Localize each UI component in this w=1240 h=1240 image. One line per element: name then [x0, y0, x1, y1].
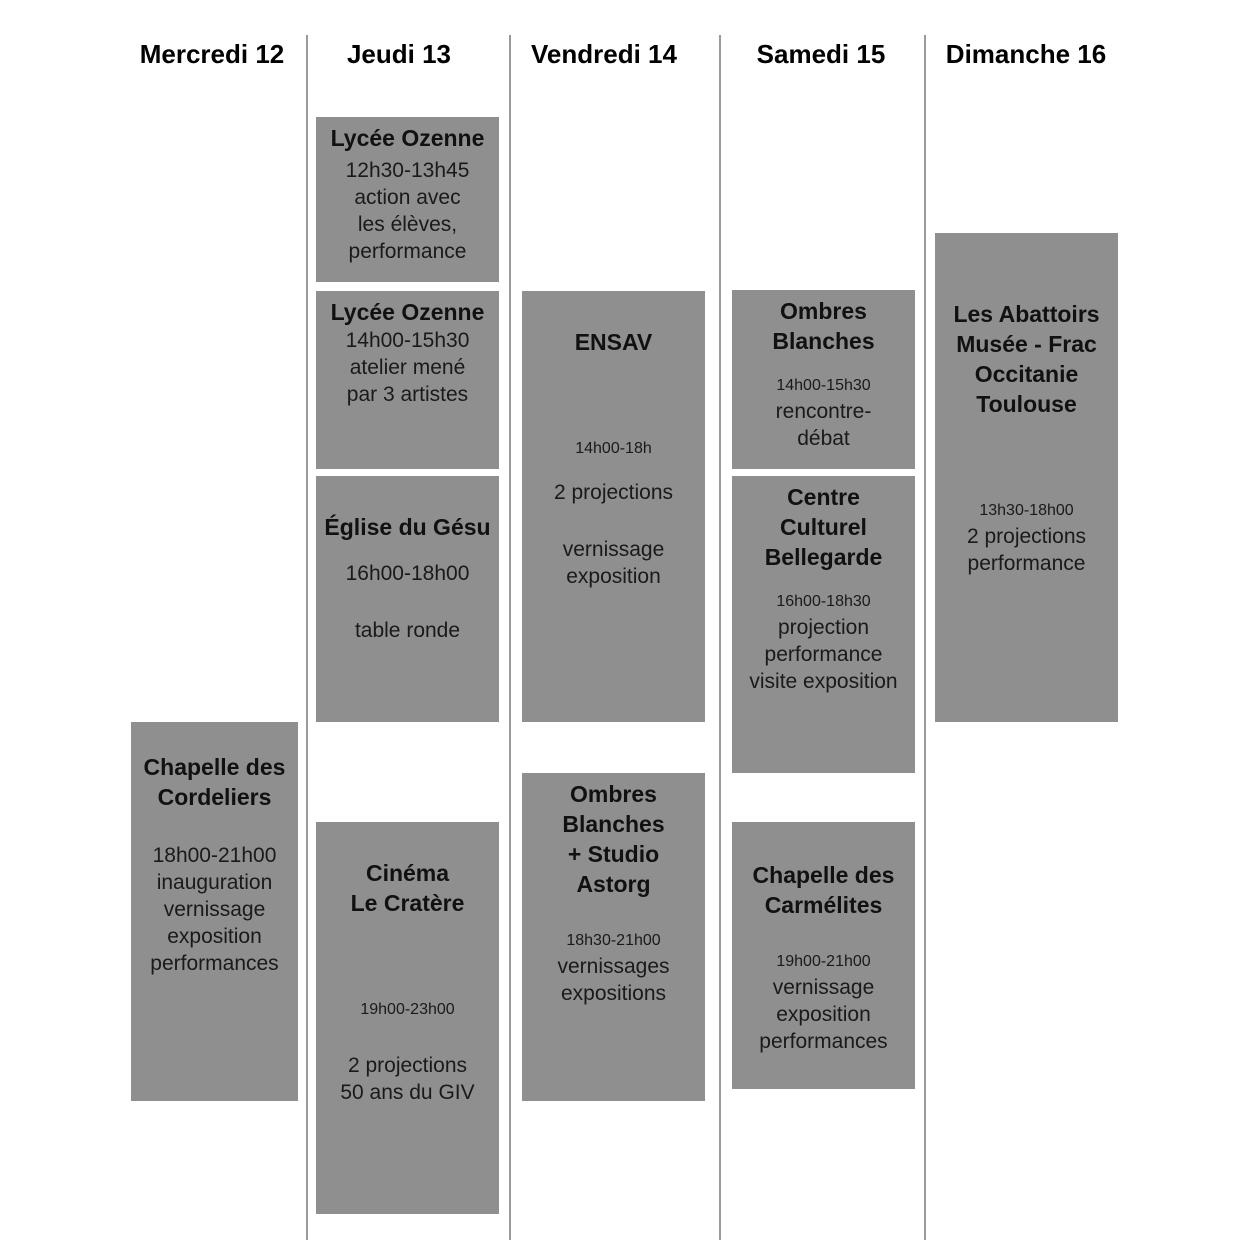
event-venue: Chapelle des Cordeliers [143, 754, 286, 810]
column-divider [306, 35, 308, 1240]
day-header-friday: Vendredi 14 [531, 39, 677, 69]
event-time: 19h00-21h00 [776, 953, 871, 970]
event-card-ombres-blanches-astorg[interactable]: Ombres Blanches + Studio Astorg 18h30-21… [522, 773, 705, 1101]
event-venue: Cinéma Le Cratère [350, 860, 465, 916]
event-card-les-abattoirs[interactable]: Les Abattoirs Musée - Frac Occitanie Tou… [935, 233, 1118, 722]
event-time: 16h00-18h30 [776, 593, 871, 610]
event-card-centre-bellegarde[interactable]: Centre Culturel Bellegarde 16h00-18h30 p… [732, 476, 915, 773]
event-time: 14h00-15h30 [776, 377, 871, 394]
column-divider [719, 35, 721, 1240]
day-header-thursday: Jeudi 13 [346, 39, 452, 69]
event-description: inauguration vernissage exposition perfo… [150, 871, 279, 975]
event-description: 2 projections 50 ans du GIV [340, 1054, 475, 1104]
event-card-eglise-gesu[interactable]: Église du Gésu 16h00-18h00 table ronde [316, 476, 499, 722]
column-divider [924, 35, 926, 1240]
event-card-lycee-ozenne-2[interactable]: Lycée Ozenne 14h00-15h30 atelier mené pa… [316, 291, 499, 469]
column-divider [509, 35, 511, 1240]
event-description: projection performance visite exposition [749, 616, 898, 693]
event-card-ombres-blanches[interactable]: Ombres Blanches 14h00-15h30 rencontre- d… [732, 290, 915, 469]
day-header-saturday: Samedi 15 [756, 39, 886, 69]
event-time: 19h00-23h00 [360, 1001, 455, 1018]
event-card-cinema-cratere[interactable]: Cinéma Le Cratère 19h00-23h00 2 projecti… [316, 822, 499, 1214]
event-time: 13h30-18h00 [979, 502, 1074, 519]
event-venue: Lycée Ozenne [330, 299, 485, 325]
event-time: 18h30-21h00 [566, 932, 661, 949]
event-time: 16h00-18h00 [345, 562, 470, 585]
event-time: 12h30-13h45 [345, 159, 470, 182]
event-time: 14h00-18h [575, 440, 652, 457]
event-venue: Ombres Blanches + Studio Astorg [562, 781, 665, 897]
event-description: atelier mené par 3 artistes [346, 356, 469, 406]
event-venue: Chapelle des Carmélites [752, 862, 895, 918]
event-time: 18h00-21h00 [152, 844, 277, 867]
day-header-wednesday: Mercredi 12 [139, 39, 285, 69]
event-time: 14h00-15h30 [345, 329, 470, 352]
event-card-chapelle-cordeliers[interactable]: Chapelle des Cordeliers 18h00-21h00 inau… [131, 722, 298, 1101]
event-description: action avec les élèves, performance [348, 186, 467, 263]
event-venue: Les Abattoirs Musée - Frac Occitanie Tou… [953, 301, 1100, 417]
event-description: 2 projections [553, 481, 674, 504]
event-card-chapelle-carmelites[interactable]: Chapelle des Carmélites 19h00-21h00 vern… [732, 822, 915, 1089]
event-description: rencontre- débat [775, 400, 872, 450]
event-venue: Lycée Ozenne [330, 125, 485, 151]
event-description: vernissages expositions [557, 955, 670, 1005]
event-venue: Église du Gésu [324, 514, 491, 540]
event-card-lycee-ozenne-1[interactable]: Lycée Ozenne 12h30-13h45 action avec les… [316, 117, 499, 282]
event-description: vernissage exposition performances [759, 976, 888, 1053]
event-venue: Ombres Blanches [772, 298, 875, 354]
event-venue: ENSAV [574, 329, 653, 355]
event-venue: Centre Culturel Bellegarde [764, 484, 883, 570]
event-description: vernissage exposition [562, 538, 665, 588]
event-description: 2 projections performance [966, 525, 1087, 575]
day-header-sunday: Dimanche 16 [945, 39, 1107, 69]
event-card-ensav[interactable]: ENSAV 14h00-18h 2 projections vernissage… [522, 291, 705, 722]
event-description: table ronde [354, 619, 461, 642]
